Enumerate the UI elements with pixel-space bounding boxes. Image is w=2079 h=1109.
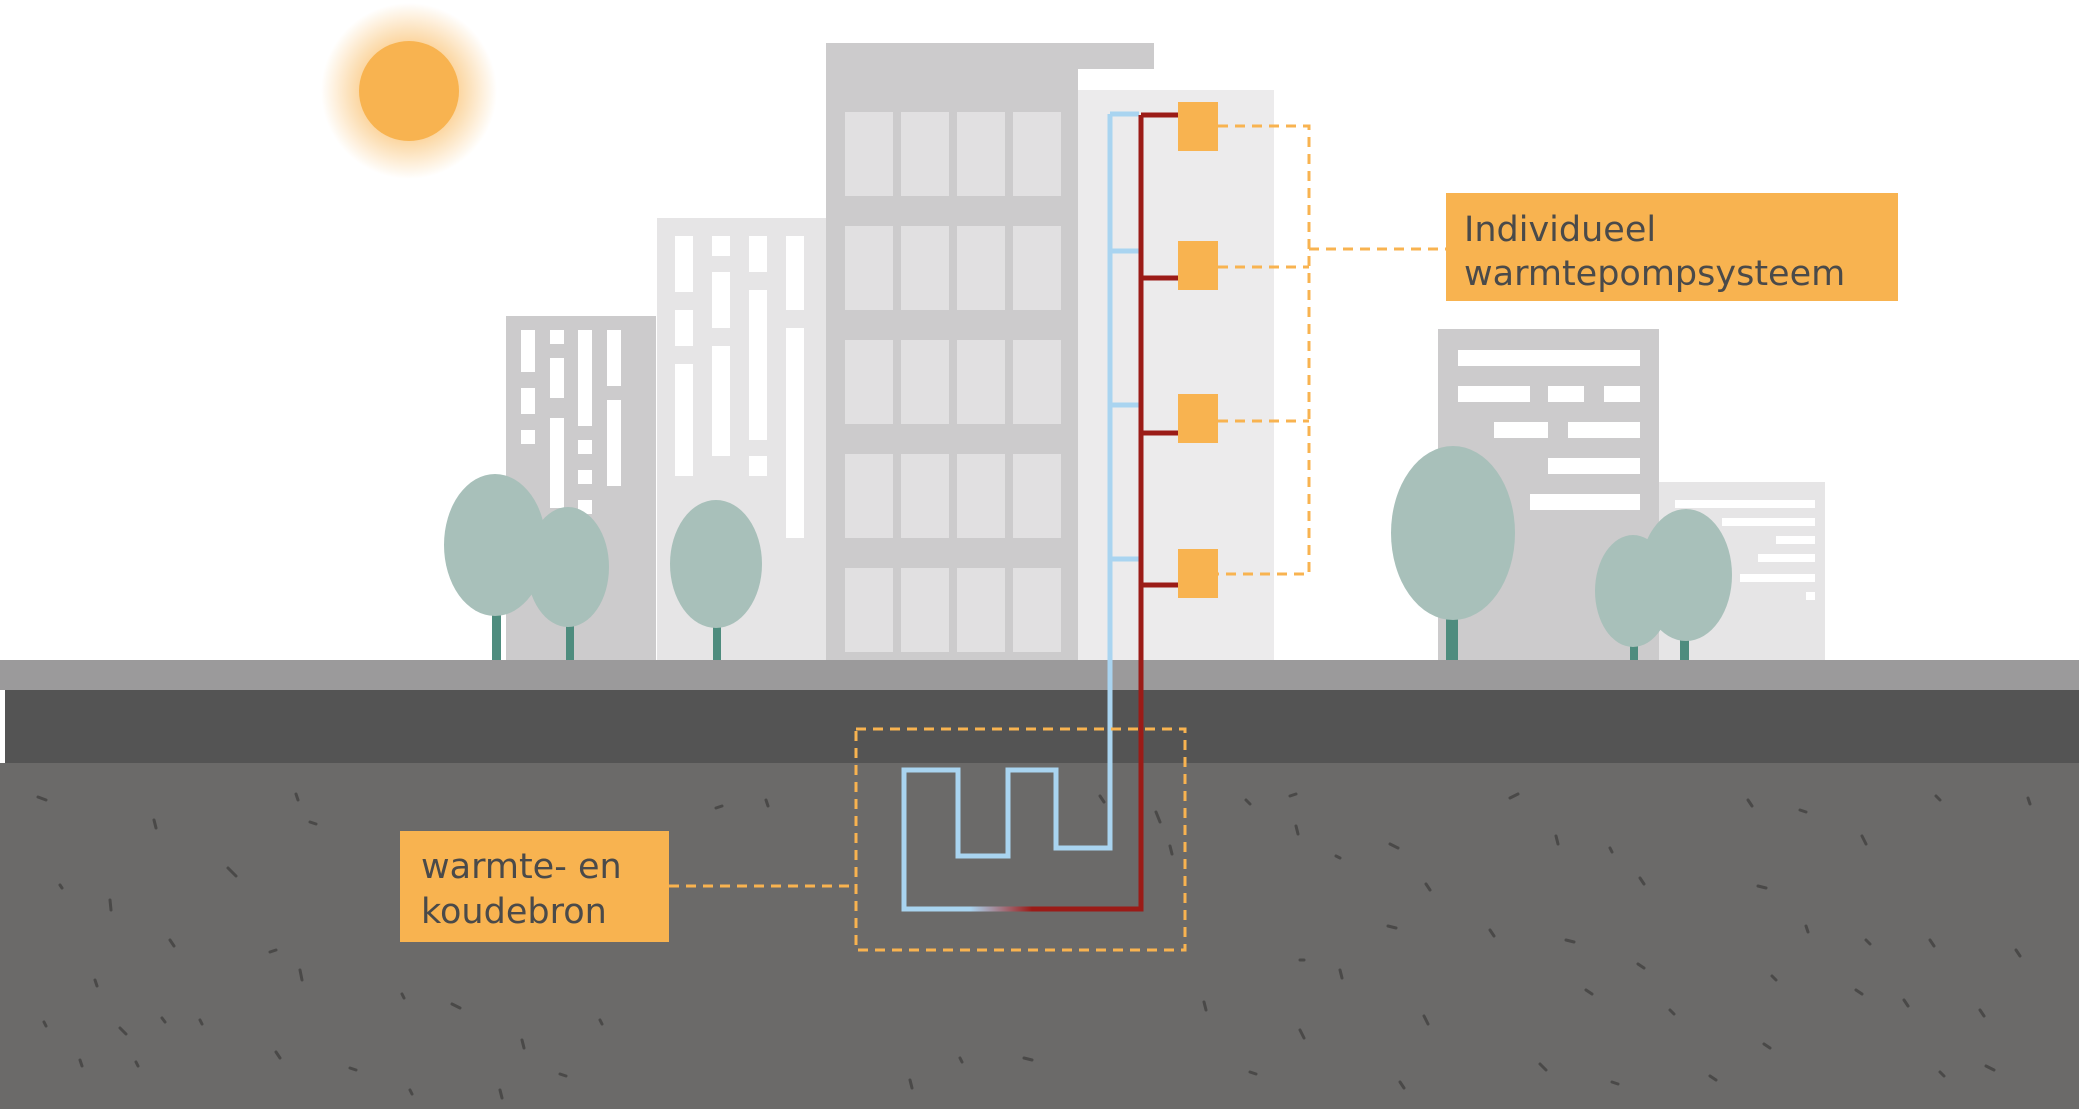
tree-icon	[444, 474, 546, 664]
asphalt-layer	[5, 690, 2079, 763]
street	[0, 660, 2079, 690]
tree-icon	[1640, 509, 1732, 688]
soil-speckles	[36, 792, 2032, 1100]
source-label-line2: koudebron	[421, 892, 607, 932]
soil-layer	[0, 763, 2079, 1109]
heat-pump-label: Individueel warmtepompsysteem	[1446, 193, 1898, 301]
source-label-line1: warmte- en	[421, 847, 622, 887]
heat-pump-unit-icon	[1178, 394, 1218, 443]
pipe-transition	[970, 906, 1032, 912]
heat-pump-unit-icon	[1178, 241, 1218, 290]
heat-pump-unit-icon	[1178, 549, 1218, 598]
sun-icon	[321, 3, 497, 179]
cold-pipe	[901, 111, 1139, 912]
tree-icon	[527, 507, 609, 664]
heat-pump-unit-icon	[1178, 102, 1218, 151]
heat-pump-label-line2: warmtepompsysteem	[1464, 254, 1845, 294]
building-left-small	[506, 316, 656, 662]
source-label: warmte- en koudebron	[400, 831, 669, 942]
hot-pipe	[1030, 112, 1178, 912]
tree-icon	[670, 500, 762, 664]
heat-pump-connector	[1218, 124, 1446, 576]
source-connector	[669, 727, 1187, 952]
heat-pump-label-line1: Individueel	[1464, 210, 1656, 250]
